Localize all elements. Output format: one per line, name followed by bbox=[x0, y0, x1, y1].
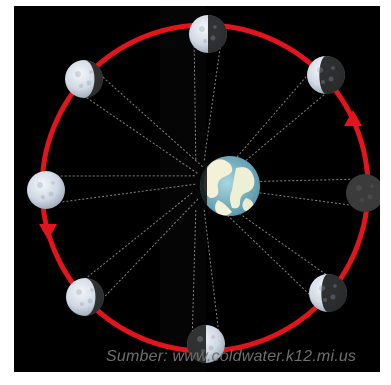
earth-shadow-band bbox=[160, 6, 206, 372]
source-credit: Sumber: www.coldwater.k12.mi.us bbox=[106, 348, 391, 366]
moon-icon bbox=[66, 278, 104, 316]
moon-icon bbox=[309, 274, 347, 312]
moon-icon bbox=[189, 15, 227, 53]
moon-icon bbox=[27, 171, 65, 209]
moon-icon bbox=[65, 60, 103, 98]
moon-icon bbox=[307, 56, 345, 94]
moon-icon bbox=[346, 174, 384, 212]
